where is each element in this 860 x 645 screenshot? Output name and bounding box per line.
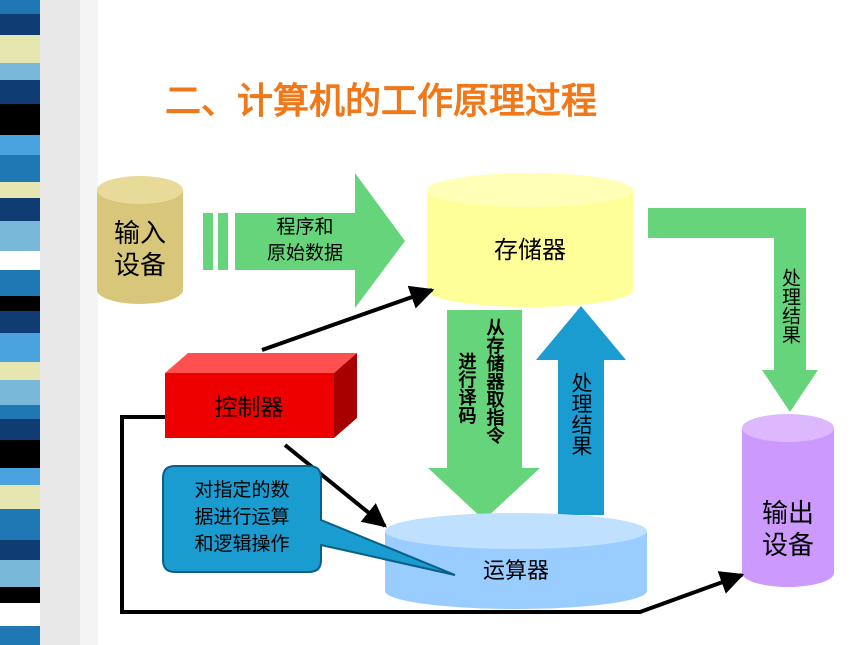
- left-stripe-bar: [0, 0, 98, 645]
- stripe-segment: [0, 405, 40, 419]
- result-right-label: 处理结果: [779, 268, 801, 344]
- input-device-label: 输入设备: [114, 219, 166, 281]
- stripe-segment: [0, 587, 40, 603]
- fetch-decode-right-label: 从存储器取指令: [484, 318, 506, 445]
- stripe-segment: [0, 251, 40, 270]
- stripe-segment: [0, 311, 40, 333]
- output-device-label: 输出设备: [762, 499, 814, 561]
- controller-to-alu-line: [283, 443, 387, 528]
- stripe-segment: [0, 135, 40, 155]
- stripe-segment: [0, 440, 40, 468]
- controller-to-output-line: [120, 415, 745, 614]
- stripe-segment: [0, 560, 40, 587]
- stripe-segment: [0, 80, 40, 104]
- stripe-segment: [0, 182, 40, 198]
- stripe-segment: [0, 380, 40, 405]
- stripe-segment: [0, 509, 40, 540]
- controller-to-memory-line: [261, 285, 435, 352]
- memory-label: 存储器: [494, 236, 566, 264]
- fetch-decode-left-label: 进行译码: [456, 352, 478, 424]
- operation-callout: 对指定的数据进行运算和逻辑操作: [162, 465, 456, 576]
- stripe-segment: [0, 221, 40, 251]
- stripe-segment: [0, 296, 40, 311]
- program-data-label: 程序和原始数据: [267, 216, 343, 264]
- stripe-segment: [0, 14, 40, 35]
- fetch-decode-arrow: 从存储器取指令 进行译码: [428, 310, 540, 520]
- alu-label: 运算器: [483, 559, 549, 584]
- callout-label: 对指定的数据进行运算和逻辑操作: [194, 479, 289, 555]
- stripe-segment: [0, 155, 40, 182]
- result-up-arrow: 处理结果: [536, 306, 626, 515]
- stripe-segment: [0, 270, 40, 296]
- stripe-shadow: [40, 0, 80, 645]
- memory-node: 存储器: [427, 173, 633, 307]
- result-center-label: 处理结果: [569, 372, 593, 456]
- stripe-segment: [0, 485, 40, 509]
- stripe-segment: [0, 0, 40, 14]
- output-device-node: 输出设备: [742, 414, 834, 587]
- stripe-segment: [0, 626, 40, 645]
- stripe-segment: [0, 63, 40, 80]
- stripe-segment: [0, 468, 40, 485]
- controller-label: 控制器: [215, 395, 284, 421]
- memory-to-output-arrow: 处理结果: [648, 208, 818, 412]
- stripe-segment: [0, 104, 40, 135]
- stripe-segment: [0, 540, 40, 560]
- stripe-segment: [0, 419, 40, 440]
- input-device-node: 输入设备: [97, 176, 183, 304]
- controller-node: 控制器: [165, 353, 357, 438]
- program-data-arrow: 程序和原始数据: [203, 173, 405, 308]
- stripe-segment: [0, 35, 40, 63]
- stripe-segment: [0, 362, 40, 380]
- page-title: 二、计算机的工作原理过程: [165, 81, 597, 122]
- stripe-segment: [0, 198, 40, 221]
- stripe-segment: [0, 603, 40, 626]
- stripe-segment: [0, 333, 40, 362]
- alu-node: 运算器: [385, 513, 647, 609]
- stripe-shadow-fade: [80, 0, 98, 645]
